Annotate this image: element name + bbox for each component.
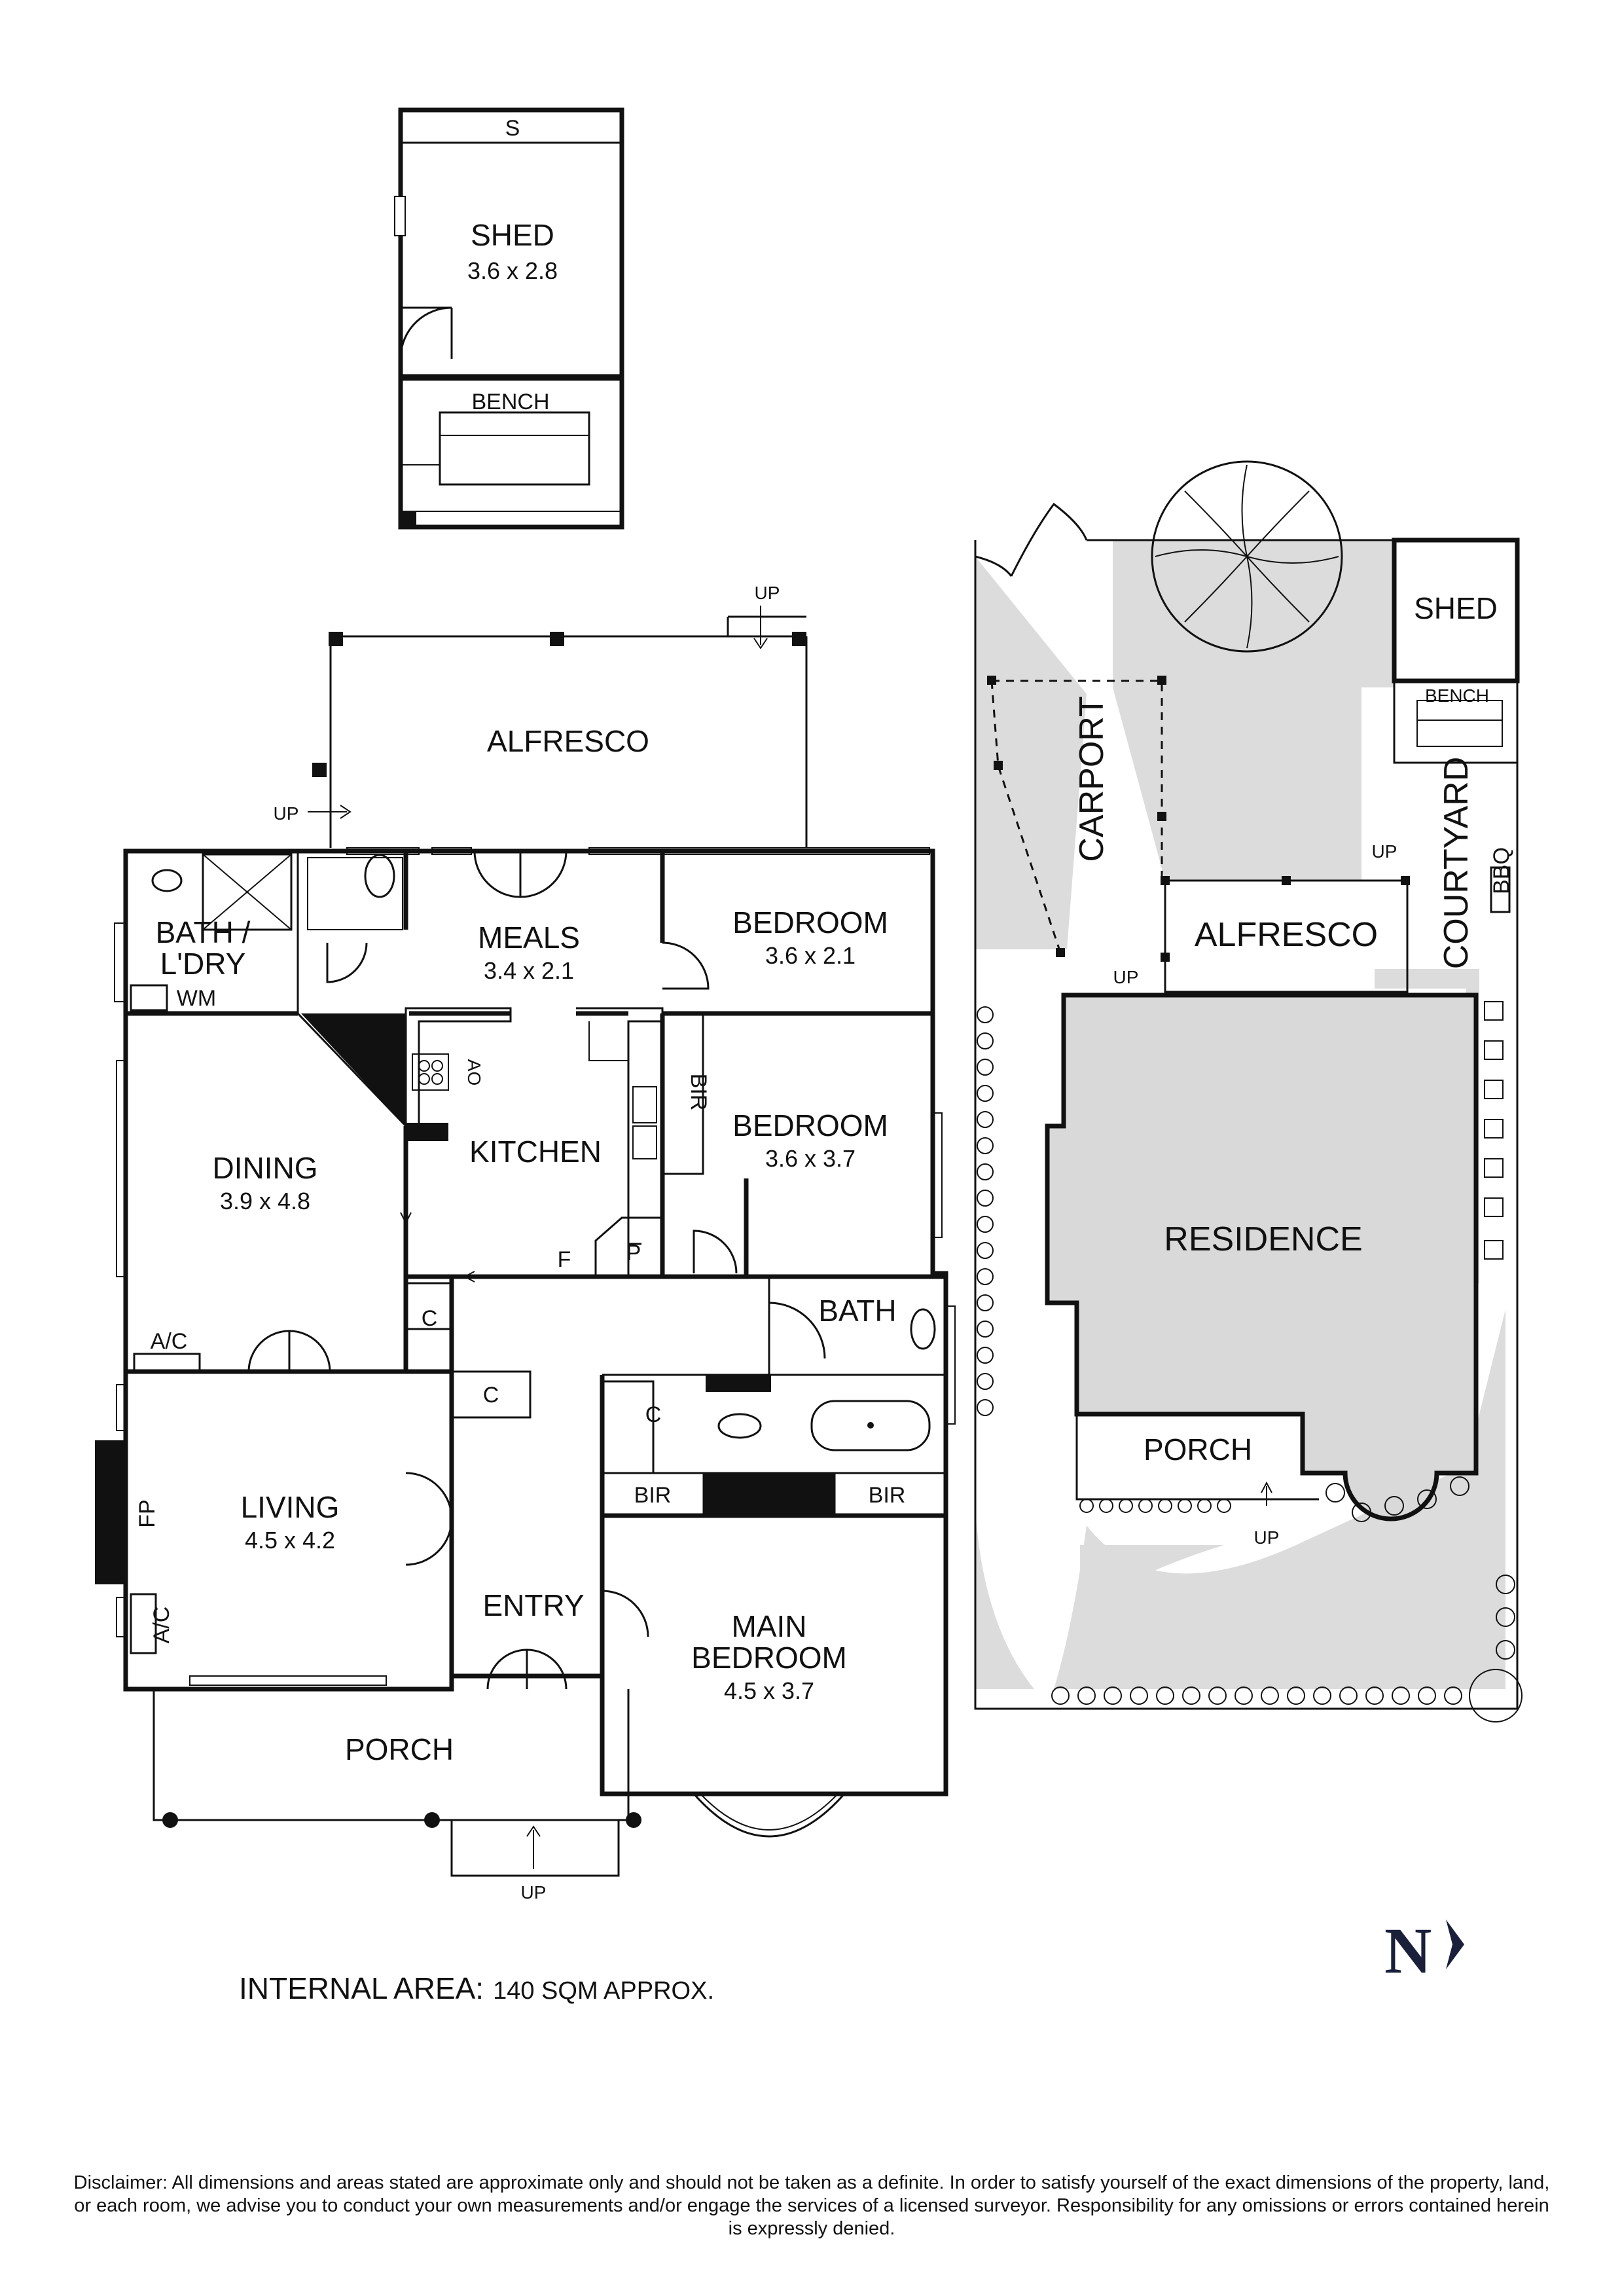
room-alfresco: ALFRESCO — [487, 724, 649, 758]
north-label: N — [1384, 1914, 1432, 1987]
site-alfresco: ALFRESCO — [1195, 916, 1378, 954]
fixture-wm: WM — [177, 986, 216, 1011]
room-bedroom-1-size: 3.6 x 2.1 — [765, 942, 856, 969]
site-porch: PORCH — [1144, 1432, 1252, 1467]
bl-label-line-0: BATH / — [156, 915, 251, 949]
shed-bench-label: BENCH — [471, 390, 549, 414]
fixture-fp: FP — [135, 1499, 160, 1527]
fixture-bir-3: BIR — [869, 1483, 906, 1508]
room-bedroom-2-size: 3.6 x 3.7 — [765, 1145, 856, 1172]
fixture-c-1: C — [422, 1306, 438, 1331]
fixture-p: P — [626, 1241, 641, 1266]
internal-area-value: 140 SQM APPROX. — [493, 1977, 714, 2005]
fixture-ac-2: A/C — [149, 1607, 174, 1644]
site-residence: RESIDENCE — [1164, 1220, 1362, 1258]
site-courtyard: COURTYARD — [1437, 757, 1475, 970]
shed-detail: S SHED 3.6 x 2.8 BENCH — [394, 107, 624, 530]
fixture-ac-1: A/C — [151, 1329, 188, 1354]
internal-area-label: INTERNAL AREA: — [239, 1971, 484, 2005]
room-bedroom-1: BEDROOM — [732, 905, 888, 939]
fixture-c-2: C — [483, 1383, 499, 1408]
north-arrow-icon — [1446, 1920, 1465, 1969]
bl-label-line-1: L'DRY — [160, 947, 246, 981]
site-up-2: UP — [1113, 967, 1139, 987]
site-plan: RESIDENCE CARPORT ALFRESCO COURTYARD SHE… — [974, 460, 1523, 1722]
mb-label-line-0: MAIN — [732, 1609, 807, 1643]
room-dining: DINING — [213, 1151, 318, 1185]
room-living: LIVING — [241, 1490, 340, 1524]
internal-area: INTERNAL AREA: 140 SQM APPROX. — [239, 1971, 714, 2006]
fixture-f: F — [558, 1247, 571, 1272]
site-up-1: UP — [1372, 841, 1397, 862]
north-indicator: N — [1384, 1918, 1467, 1984]
room-entry: ENTRY — [482, 1588, 584, 1622]
ground-floor: ALFRESCO MEALS 3.4 x 2.1 BEDROOM 3.6 x 2… — [95, 583, 956, 1903]
tree-icon — [1151, 460, 1343, 653]
room-meals-size: 3.4 x 2.1 — [484, 957, 574, 984]
site-shed: SHED — [1414, 591, 1498, 625]
fixture-bir-1: BIR — [686, 1074, 711, 1111]
site-bench: BENCH — [1425, 685, 1489, 706]
up-alfresco: UP — [755, 583, 780, 603]
site-up-3: UP — [1254, 1527, 1280, 1548]
up-side: UP — [274, 803, 299, 824]
fixture-ao: AO — [464, 1059, 484, 1085]
room-bath: BATH — [818, 1294, 896, 1328]
shed-name: SHED — [471, 218, 554, 252]
fixture-c-3: C — [645, 1402, 662, 1427]
disclaimer-text: Disclaimer: All dimensions and areas sta… — [73, 2172, 1550, 2239]
shed-shelf-label: S — [505, 116, 520, 141]
site-bbq: BBQ — [1489, 847, 1514, 894]
site-carport: CARPORT — [1073, 696, 1111, 862]
room-main-bedroom-size: 4.5 x 3.7 — [724, 1677, 814, 1704]
room-porch: PORCH — [345, 1732, 454, 1766]
fixture-bir-2: BIR — [634, 1483, 672, 1508]
room-living-size: 4.5 x 4.2 — [245, 1527, 335, 1554]
room-dining-size: 3.9 x 4.8 — [220, 1188, 310, 1214]
room-bedroom-2: BEDROOM — [732, 1108, 888, 1142]
room-kitchen: KITCHEN — [469, 1135, 602, 1169]
shed-size: 3.6 x 2.8 — [467, 257, 558, 284]
room-bath-laundry: BATH /L'DRY — [156, 915, 251, 981]
mb-label-line-1: BEDROOM — [691, 1641, 847, 1675]
up-porch: UP — [521, 1882, 547, 1903]
room-meals: MEALS — [478, 920, 580, 955]
